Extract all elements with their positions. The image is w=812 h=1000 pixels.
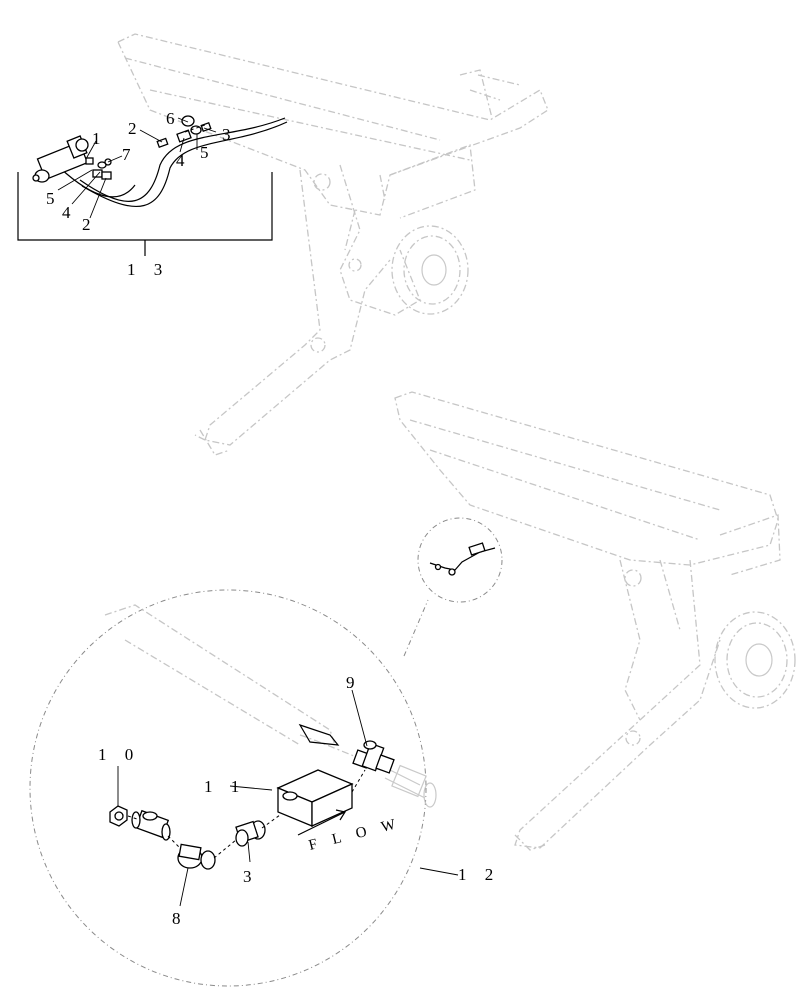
tee-fitting-left	[131, 809, 171, 841]
callout-10: 1 0	[98, 745, 140, 764]
callout-2-upper: 2	[128, 119, 137, 138]
callout-5-lower: 5	[46, 189, 55, 208]
callout-2-lower: 2	[82, 215, 91, 234]
callout-4-upper: 4	[176, 151, 185, 170]
upper-frame-assembly	[117, 33, 549, 456]
callout-5-upper: 5	[200, 143, 209, 162]
tee-fitting-9	[352, 740, 395, 774]
cylinder-fittings	[85, 157, 112, 180]
callout-8: 8	[172, 909, 181, 928]
callout-3-upper: 3	[222, 125, 231, 144]
block-11	[276, 769, 354, 828]
callout-9: 9	[346, 673, 355, 692]
callout-4-lower: 4	[62, 203, 71, 222]
callout-1: 1	[92, 129, 101, 148]
hydraulic-cylinder	[32, 135, 89, 183]
lower-frame-assembly	[394, 391, 796, 851]
nut-10	[109, 805, 128, 827]
elbow-fitting-8	[177, 843, 216, 870]
detail-view-12	[29, 589, 459, 987]
callout-3-detail: 3	[243, 867, 252, 886]
upper-fittings	[156, 115, 212, 149]
callout-6: 6	[166, 109, 175, 128]
callout-12: 1 2	[458, 865, 500, 884]
adapter-fitting-3	[235, 820, 266, 847]
callout-11: 1 1	[204, 777, 246, 796]
callout-13: 1 3	[127, 260, 169, 279]
callout-7: 7	[122, 145, 131, 164]
hose-assembly-13	[17, 115, 288, 256]
